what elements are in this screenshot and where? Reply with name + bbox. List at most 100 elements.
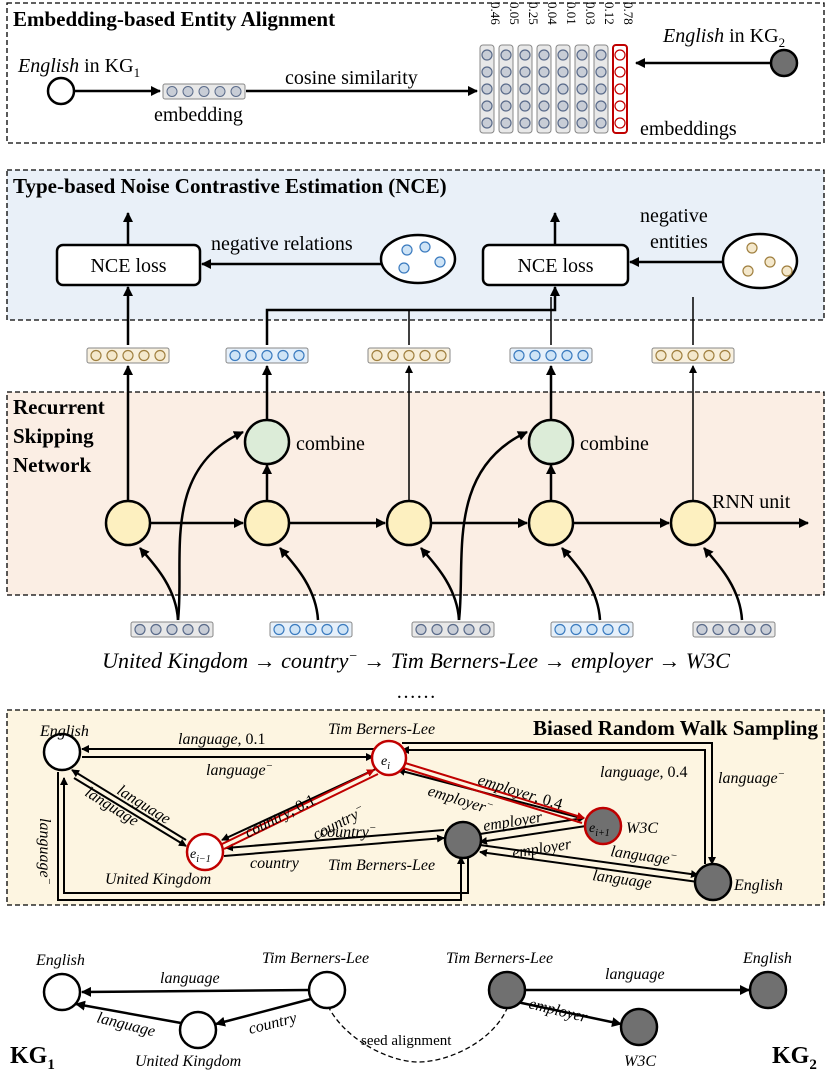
combine-label-2: combine xyxy=(580,433,649,455)
english-kg2-node xyxy=(769,48,799,78)
embedding-column-8 xyxy=(612,44,628,134)
negative-relations-label: negative relations xyxy=(211,233,353,255)
similarity-score: 0.05 xyxy=(507,2,522,25)
combine-node-2 xyxy=(527,418,575,466)
input-vector-5 xyxy=(692,621,776,638)
embedding-column-3 xyxy=(517,44,533,134)
edge-label-language-inv-right: language− xyxy=(718,768,785,787)
kg1-label-tbl: Tim Berners-Lee xyxy=(262,950,369,967)
rsn-title-3: Network xyxy=(13,453,91,477)
walk-node-tbl-dark xyxy=(443,820,483,860)
kg2-node-w3c xyxy=(619,1007,659,1047)
embedding-column-6 xyxy=(574,44,590,134)
embedding-column-5 xyxy=(555,44,571,134)
rnn-unit-5 xyxy=(669,499,717,547)
embedding-vector xyxy=(162,83,246,100)
walk-node-ei-minus-1 xyxy=(185,832,225,872)
rnn-unit-2 xyxy=(243,499,291,547)
similarity-score: 0.04 xyxy=(545,2,560,25)
edge-label-country-inv2: country− xyxy=(320,822,376,841)
cosine-label: cosine similarity xyxy=(285,67,418,89)
skip-connection-1 xyxy=(176,430,244,621)
rnn-unit-1 xyxy=(104,499,152,547)
walk-label-uk: United Kingdom xyxy=(105,871,211,888)
walk-label-w3c: W3C xyxy=(626,820,658,837)
walk-section: Biased Random Walk Sampling xyxy=(6,709,825,906)
kg2-label-tbl: Tim Berners-Lee xyxy=(446,950,553,967)
embedding-label: embedding xyxy=(154,104,243,126)
kg1-label-english: English xyxy=(35,952,85,969)
nce-title: Type-based Noise Contrastive Estimation … xyxy=(13,174,447,198)
nce-loss-right: NCE loss xyxy=(517,255,593,277)
similarity-score: 0.25 xyxy=(526,2,541,25)
similarity-score: 0.12 xyxy=(602,2,617,25)
edge-label-language-left: language− xyxy=(36,818,55,885)
rsn-title-1: Recurrent xyxy=(13,395,105,419)
alignment-title: Embedding-based Entity Alignment xyxy=(13,7,335,31)
negative-entities-label-1: negative xyxy=(640,205,708,227)
kg2-label: KG2 xyxy=(772,1043,817,1073)
embedding-column-1 xyxy=(479,44,495,134)
similarity-score: 0.78 xyxy=(621,2,636,25)
edge-label-language-01: language, 0.1 xyxy=(178,731,266,748)
skip-connection-2 xyxy=(457,430,528,621)
combine-label-1: combine xyxy=(296,433,365,455)
ei-plus-1-label: ei+1 xyxy=(589,821,610,839)
english-kg1-label: English in KG1 xyxy=(17,55,140,80)
kg1-edge-language: language xyxy=(160,970,220,987)
edge-label-country: country xyxy=(250,855,300,872)
ei-label: ei xyxy=(381,754,390,772)
combine-node-1 xyxy=(243,418,291,466)
similarity-scores: 0.46 0.05 0.25 0.04 0.01 0.03 0.12 0.78 xyxy=(488,2,636,25)
kg-section: KG1 KG2 English Tim Berners-Lee United K… xyxy=(10,950,817,1073)
relation-path: United Kingdom → country− → Tim Berners-… xyxy=(102,648,730,673)
kg1-node-english xyxy=(42,972,82,1012)
edge-label-language-inv: language− xyxy=(206,760,273,779)
output-vector-1 xyxy=(86,347,170,364)
english-kg2-label: English in KG2 xyxy=(662,25,785,50)
input-vector-1 xyxy=(130,621,214,638)
input-vector-2 xyxy=(269,621,353,638)
seed-alignment-link xyxy=(327,1005,509,1063)
kg1-label: KG1 xyxy=(10,1043,55,1073)
rnn-unit-3 xyxy=(385,499,433,547)
negative-entities-label-2: entities xyxy=(650,231,708,253)
rnn-unit-label: RNN unit xyxy=(712,491,791,513)
alignment-section: Embedding-based Entity Alignment English… xyxy=(6,2,825,144)
input-vector-3 xyxy=(411,621,495,638)
negative-entities-ellipse xyxy=(721,232,799,290)
output-vector-5 xyxy=(651,347,735,364)
similarity-score: 0.03 xyxy=(583,2,598,25)
walk-title: Biased Random Walk Sampling xyxy=(533,716,818,740)
output-vector-3 xyxy=(367,347,451,364)
similarity-score: 0.46 xyxy=(488,2,503,25)
rnn-unit-4 xyxy=(527,499,575,547)
embedding-columns xyxy=(479,44,628,134)
walk-red-path xyxy=(219,761,585,850)
kg1-node-tbl xyxy=(307,970,347,1010)
walk-node-english-right xyxy=(693,862,733,902)
english-kg1-node xyxy=(46,76,76,106)
output-vector-2 xyxy=(225,347,309,364)
kg2-node-english xyxy=(748,970,788,1010)
similarity-score: 0.01 xyxy=(564,2,579,25)
walk-edges xyxy=(57,742,716,901)
rsn-title-2: Skipping xyxy=(13,424,94,448)
input-vectors xyxy=(130,621,776,638)
embeddings-label: embeddings xyxy=(640,118,737,140)
input-vector-4 xyxy=(550,621,634,638)
seed-alignment-label: seed alignment xyxy=(361,1033,452,1049)
kg2-edge-language: language xyxy=(605,966,665,983)
nce-loss-left: NCE loss xyxy=(90,255,166,277)
kg1-node-uk xyxy=(178,1010,218,1050)
kg2-label-english: English xyxy=(742,950,792,967)
nce-section: Type-based Noise Contrastive Estimation … xyxy=(6,169,825,321)
rsn-section: Recurrent Skipping Network xyxy=(6,391,825,596)
kg2-edge-employer: employer xyxy=(527,995,590,1026)
kg1-label-uk: United Kingdom xyxy=(135,1053,241,1070)
output-vector-4 xyxy=(509,347,593,364)
walk-label-tbl-top: Tim Berners-Lee xyxy=(328,721,435,738)
path-ellipsis: …… xyxy=(396,681,436,703)
kg2-label-w3c: W3C xyxy=(624,1053,656,1070)
